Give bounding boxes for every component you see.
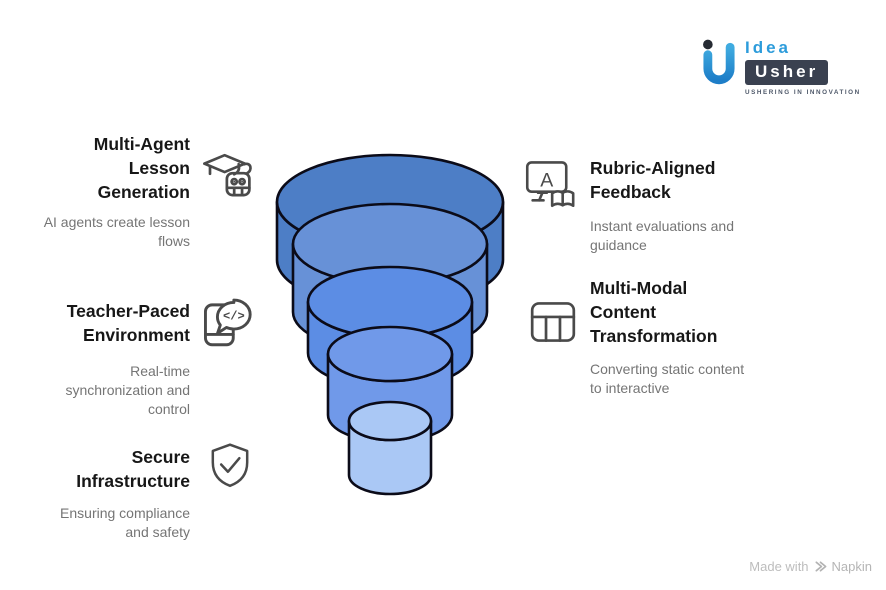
feature-desc-secure-infrastructure: Ensuring compliance and safety [60,505,190,540]
monitor-grade-book-icon: A [524,157,576,209]
device-code-bubble-icon: </> [197,294,255,352]
napkin-brand-label: Napkin [831,559,872,574]
funnel-diagram [275,153,505,496]
svg-text:</>: </> [223,309,245,323]
feature-title-multi-modal-content-transformation: Multi-Modal Content Transformation [590,278,718,346]
made-with-napkin: Made with Napkin [749,559,872,574]
feature-title-teacher-paced-environment: Teacher-Paced Environment [66,301,190,345]
idea-usher-mark-icon [703,39,735,85]
feature-desc-multi-agent-lesson-generation: AI agents create lesson flows [43,214,190,249]
robot-graduation-icon [201,149,255,203]
idea-usher-logo: Idea Usher USHERING IN INNOVATION [700,38,861,96]
svg-text:A: A [540,169,553,191]
made-with-label: Made with [749,559,809,574]
logo-usher-text: Usher [745,60,829,85]
logo-tagline: USHERING IN INNOVATION [745,89,861,96]
feature-title-secure-infrastructure: Secure Infrastructure [76,447,190,491]
feature-desc-teacher-paced-environment: Real-time synchronization and control [65,363,190,417]
logo-idea-text: Idea [745,38,792,57]
shield-check-icon [205,438,255,492]
feature-title-multi-agent-lesson-generation: Multi-Agent Lesson Generation [93,134,190,202]
feature-desc-rubric-aligned-feedback: Instant evaluations and guidance [590,218,734,253]
funnel-layer-5 [347,400,433,496]
napkin-logo-icon [815,561,826,572]
feature-desc-multi-modal-content-transformation: Converting static content to interactive [590,361,745,396]
feature-title-rubric-aligned-feedback: Rubric-Aligned Feedback [590,158,716,202]
table-grid-icon [526,295,580,349]
